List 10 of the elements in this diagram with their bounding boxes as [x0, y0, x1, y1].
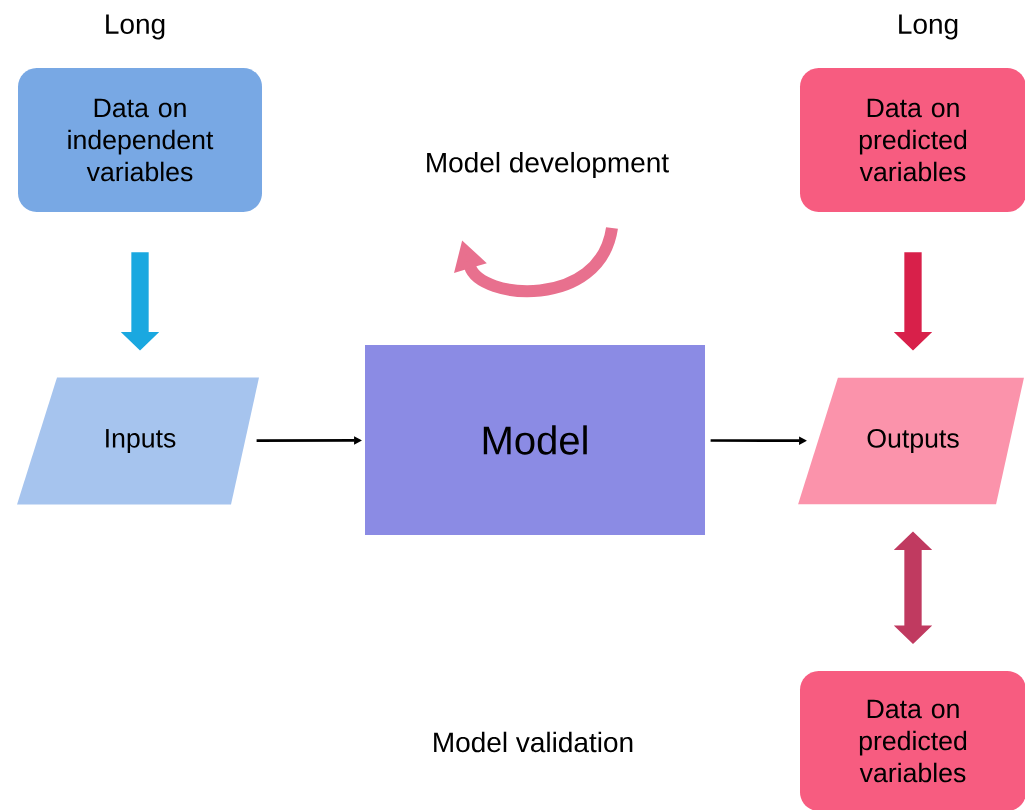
label: Long: [899, 14, 958, 40]
label: Model validation: [434, 731, 633, 753]
rounded-box: Data on predicted variables: [800, 68, 1025, 212]
rounded-box: Data on independent variables: [18, 68, 262, 212]
label: Long: [106, 14, 165, 40]
label: Model development: [427, 151, 669, 179]
parallelogram: Outputs: [798, 377, 1024, 505]
parallelogram: Inputs: [17, 377, 259, 505]
process-box: Model: [365, 345, 705, 535]
rounded-box: Data on predicted variables: [800, 671, 1025, 810]
